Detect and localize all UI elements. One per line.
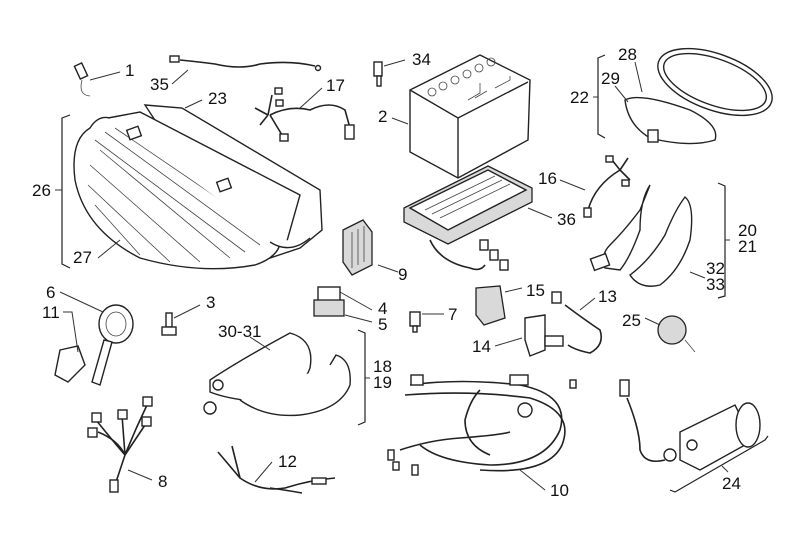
main-harness-part-10[interactable]	[387, 374, 577, 476]
callout-21: 21	[738, 237, 757, 256]
callout-16: 16	[538, 169, 557, 188]
callout-6: 6	[46, 283, 55, 302]
connector-part-3[interactable]	[161, 312, 177, 336]
tail-light-assembly[interactable]	[624, 35, 781, 145]
callout-10: 10	[550, 481, 569, 500]
battery-tray-part-36[interactable]	[403, 165, 533, 245]
bracket-22	[597, 54, 606, 139]
flasher-part-11[interactable]	[54, 345, 86, 383]
sensor-unit-part-24[interactable]	[619, 379, 761, 471]
callout-2: 2	[378, 107, 387, 126]
bracket-24	[669, 435, 769, 493]
callout-4: 4	[378, 299, 387, 318]
callout-28: 28	[618, 45, 637, 64]
callout-32: 32	[706, 259, 725, 278]
callout-17: 17	[326, 76, 345, 95]
reflector-part-25[interactable]	[657, 315, 696, 353]
fuse-box-part-15[interactable]	[475, 285, 506, 326]
callout-15: 15	[526, 281, 545, 300]
callout-29: 29	[601, 69, 620, 88]
callout-22: 22	[570, 88, 589, 107]
callout-23: 23	[208, 89, 227, 108]
harness-part-8[interactable]	[87, 396, 153, 493]
callout-27: 27	[73, 248, 92, 267]
bracket-26	[61, 114, 71, 269]
callout-7: 7	[448, 305, 457, 324]
coil-part-14[interactable]	[524, 314, 564, 357]
callout-1: 1	[125, 61, 134, 80]
callout-13: 13	[598, 287, 617, 306]
horn-part-6[interactable]	[91, 304, 134, 386]
switch-part-34[interactable]	[373, 61, 383, 87]
callout-36: 36	[557, 210, 576, 229]
cable-part-13[interactable]	[551, 291, 603, 354]
callout-9: 9	[398, 265, 407, 284]
bracket-18-19	[357, 329, 366, 426]
callout-35: 35	[150, 75, 169, 94]
callout-5: 5	[378, 315, 387, 334]
callout-26: 26	[32, 181, 51, 200]
battery-part-2[interactable]	[409, 54, 531, 179]
headlight-assembly[interactable]	[73, 104, 323, 270]
harness-part-17[interactable]	[254, 87, 355, 142]
switch-part-7[interactable]	[409, 311, 421, 333]
callout-12: 12	[278, 452, 297, 471]
bracket-20-21	[717, 182, 726, 299]
relay-part-4-5[interactable]	[313, 286, 345, 317]
callout-14: 14	[472, 337, 491, 356]
callout-18: 18	[373, 357, 392, 376]
rear-indicator-assembly[interactable]	[589, 184, 693, 287]
callout-25: 25	[622, 311, 641, 330]
callout-3: 3	[206, 293, 215, 312]
callout-11: 11	[42, 303, 60, 322]
callout-19: 19	[373, 373, 392, 392]
callout-24: 24	[722, 474, 741, 493]
cable-part-35[interactable]	[169, 55, 322, 72]
regulator-part-9[interactable]	[342, 219, 509, 276]
harness-part-16[interactable]	[583, 155, 631, 218]
front-indicator-assembly[interactable]	[203, 332, 351, 417]
callout-34: 34	[412, 50, 431, 69]
callout-20: 20	[738, 221, 757, 240]
callout-8: 8	[158, 472, 167, 491]
callout-30-31: 30-31	[218, 322, 261, 341]
bulb-part-1[interactable]	[73, 62, 91, 97]
callout-33: 33	[706, 275, 725, 294]
harness-part-12[interactable]	[217, 445, 336, 494]
